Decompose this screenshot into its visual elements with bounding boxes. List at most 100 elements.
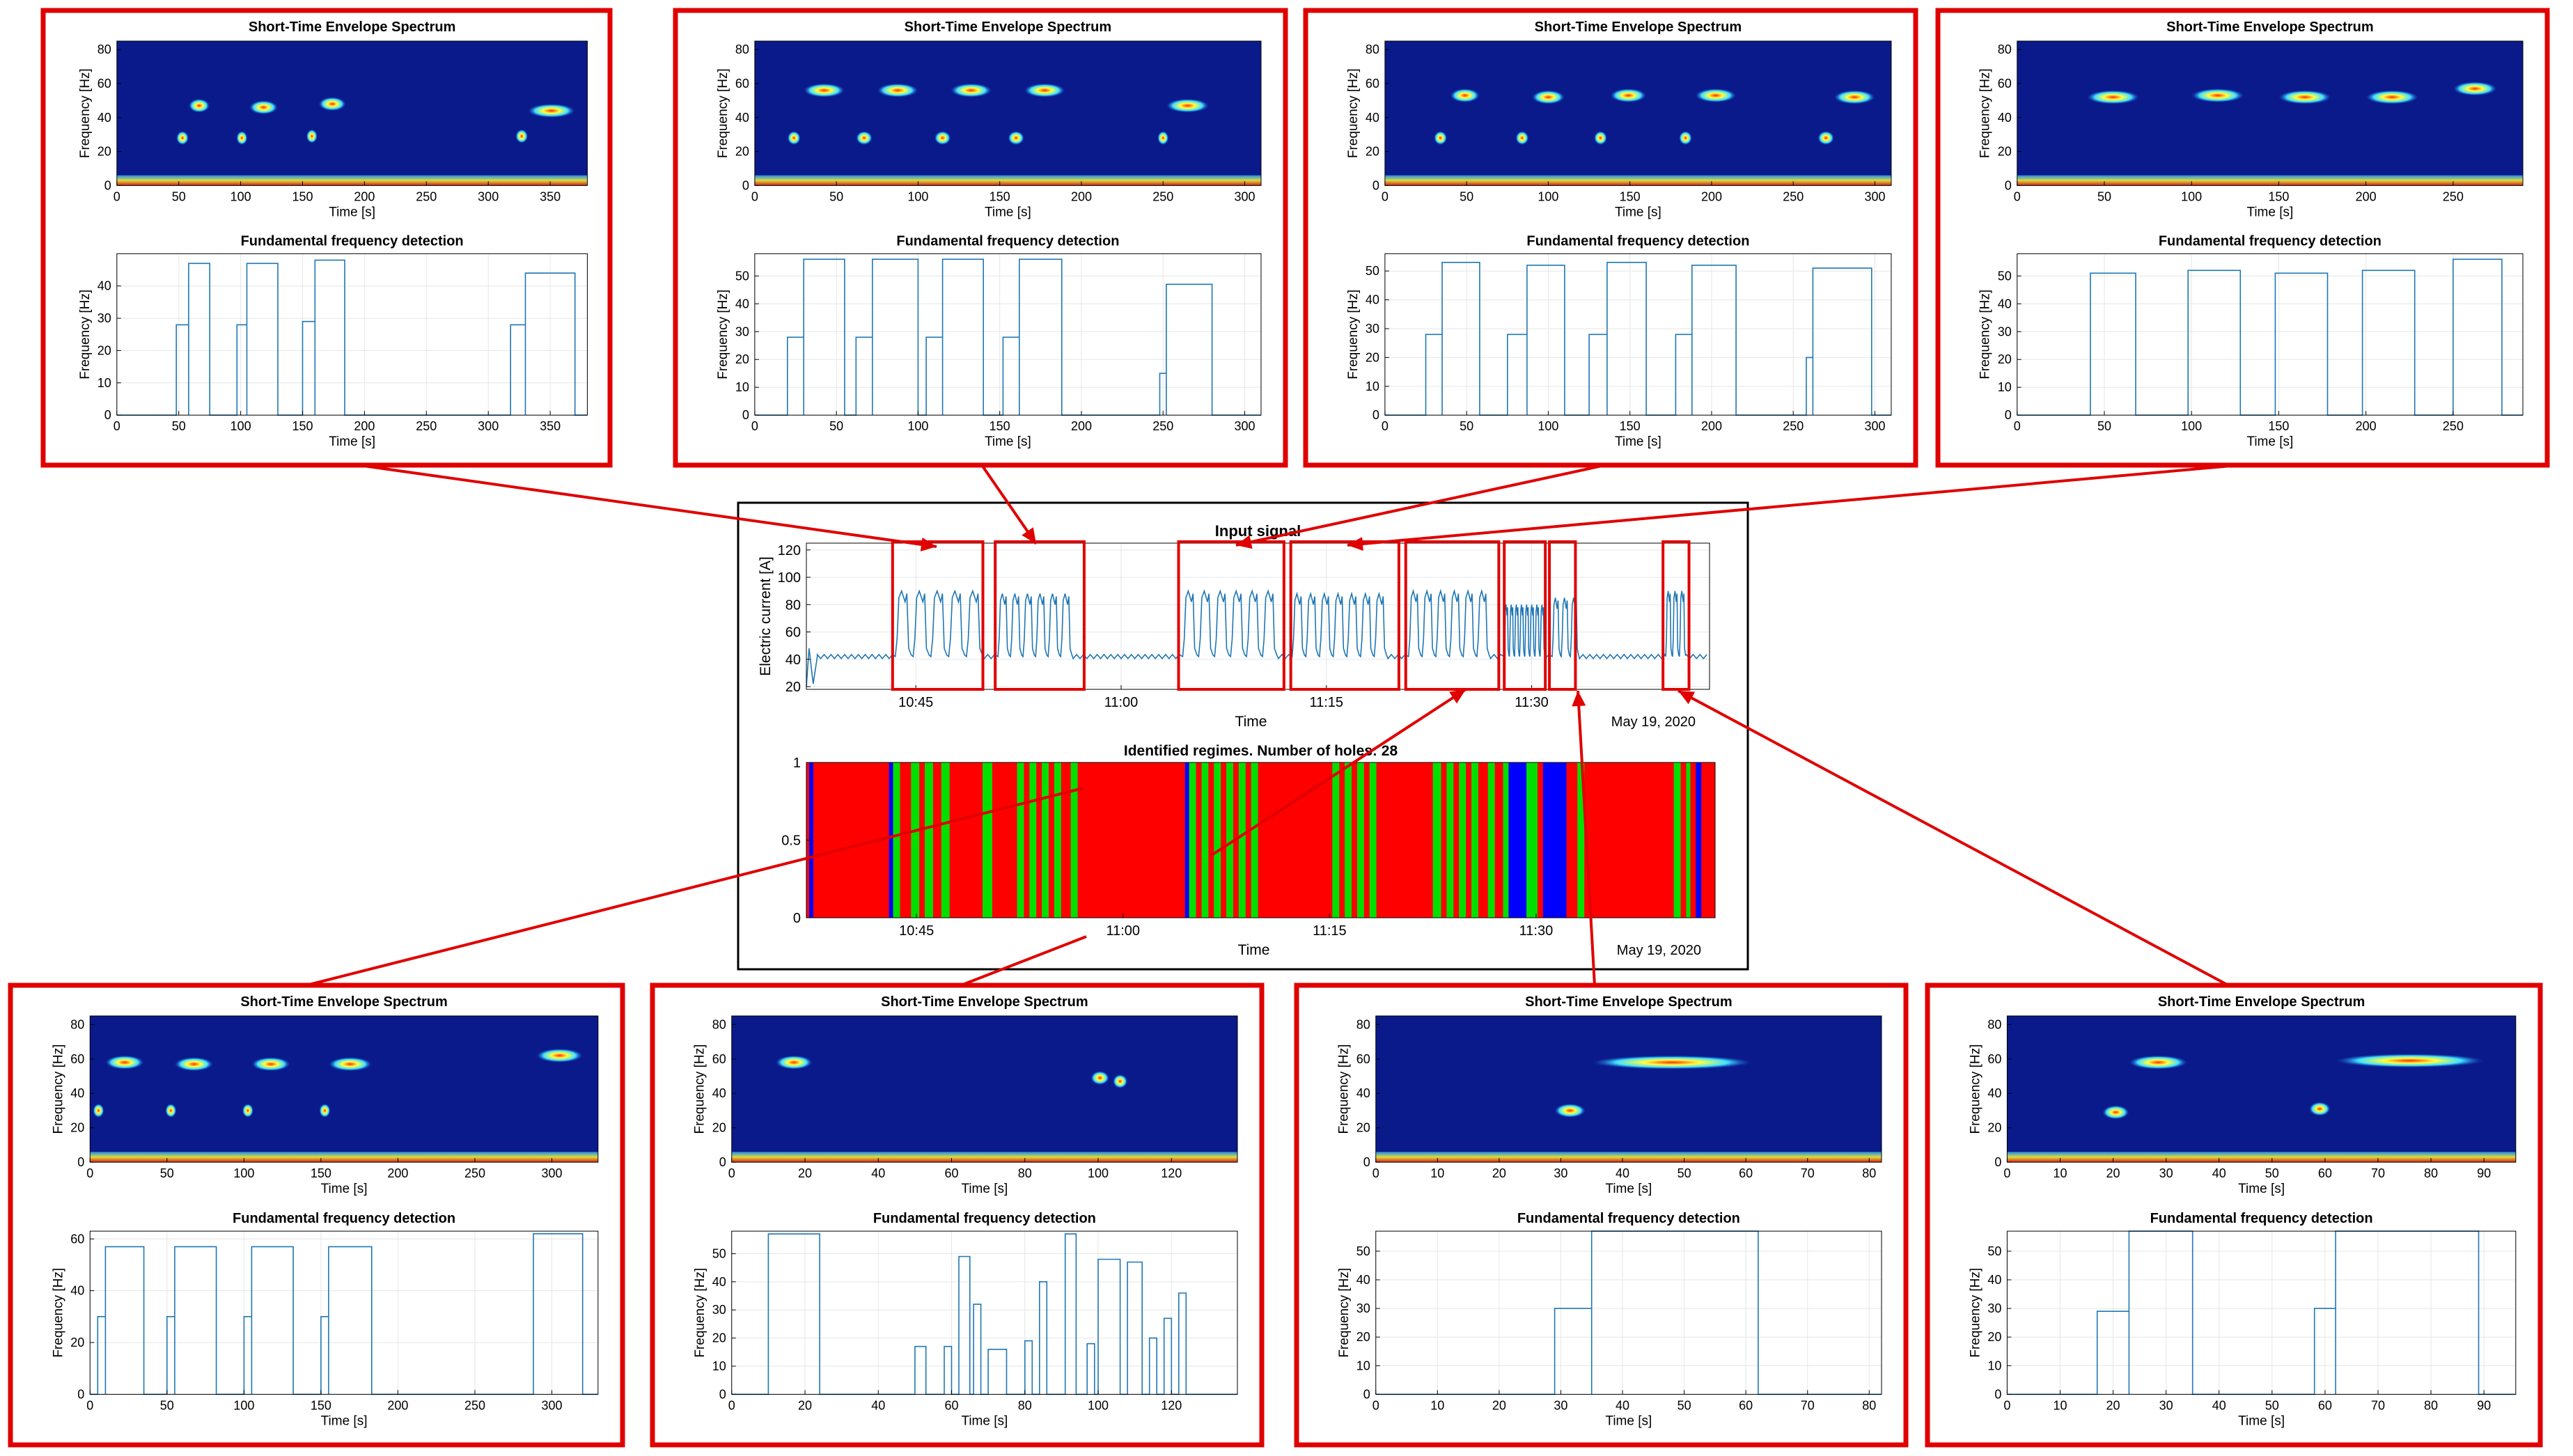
panel_top_2-spec-blob bbox=[787, 131, 801, 146]
panel_bottom_1-spec-xtick-label: 150 bbox=[311, 1166, 331, 1180]
panel_top_1-ff-ytick-label: 40 bbox=[97, 279, 111, 293]
panel_bottom_3-spec-ytick-label: 40 bbox=[1356, 1086, 1370, 1100]
selection-box bbox=[1661, 540, 1691, 691]
panel_top_3-ff-xtick-label: 50 bbox=[1460, 419, 1473, 433]
panel_top_1-ff-ylabel: Frequency [Hz] bbox=[78, 290, 93, 379]
panel_bottom_1-spec-xtick-label: 300 bbox=[541, 1166, 562, 1180]
input-date-label: May 19, 2020 bbox=[1611, 714, 1696, 730]
panel_bottom_2-spec-floor bbox=[731, 1152, 1237, 1163]
panel_top_1-spec-ytick-label: 20 bbox=[97, 145, 111, 159]
panel_bottom_2-ff-ylabel: Frequency [Hz] bbox=[693, 1268, 707, 1358]
panel_top_2-ff-ytick-label: 30 bbox=[735, 324, 749, 338]
panel_top_4-ff-ytick-label: 30 bbox=[1998, 324, 2012, 338]
panel_top_1-ff-xtick-label: 100 bbox=[230, 419, 251, 433]
panel_top_2-spec-area bbox=[754, 41, 1261, 186]
panel_top_1-spec-xlabel: Time [s] bbox=[329, 205, 375, 219]
input-xtick-label: 10:45 bbox=[898, 695, 933, 710]
panel_bottom_2-spec-area bbox=[731, 1016, 1237, 1163]
input-xtick-label: 11:30 bbox=[1515, 695, 1549, 710]
regime-segment bbox=[1369, 762, 1377, 918]
panel_top_2-spec-blob bbox=[951, 83, 992, 97]
panel_bottom_1-spec-xtick-label: 200 bbox=[387, 1166, 408, 1180]
panel_bottom_1-ff-ytick-label: 0 bbox=[77, 1387, 84, 1401]
panel_top_3-spec-ytick-label: 60 bbox=[1366, 77, 1379, 91]
panel_bottom_1-spec-area bbox=[90, 1016, 598, 1163]
panel_top_3-ff-xtick-label: 150 bbox=[1620, 419, 1641, 433]
panel_bottom_2-spec-ylabel: Frequency [Hz] bbox=[693, 1044, 707, 1134]
panel_bottom_2-ff-xtick-label: 60 bbox=[944, 1398, 958, 1412]
panel_bottom_1-spec-blob bbox=[165, 1103, 177, 1118]
panel_bottom_4-spec-blob bbox=[2336, 1054, 2485, 1068]
panel_bottom_4-spec-xtick-label: 60 bbox=[2318, 1166, 2332, 1180]
panel_bottom_3-spec-xtick-label: 60 bbox=[1739, 1166, 1753, 1180]
panel_bottom_2-spec-xtick-label: 0 bbox=[728, 1166, 735, 1180]
connector-line bbox=[358, 464, 937, 548]
input-ytick-label: 100 bbox=[778, 570, 801, 586]
panel_top_2-ff-xtick-label: 250 bbox=[1152, 419, 1173, 433]
panel_bottom_2-ff-ytick-label: 10 bbox=[712, 1359, 726, 1373]
regimes-xlabel: Time bbox=[1238, 942, 1270, 958]
panel_top_2-ff-xtick-label: 0 bbox=[751, 419, 758, 433]
panel_top_2-ff-area bbox=[754, 253, 1261, 416]
panel_bottom_3-spec-xtick-label: 20 bbox=[1492, 1166, 1506, 1180]
input-ytick-label: 120 bbox=[778, 543, 801, 558]
panel_top_2-spec-blob bbox=[1166, 98, 1209, 113]
panel_top_4-ff-xtick-label: 200 bbox=[2356, 419, 2377, 433]
panel_top_2-ff-xlabel: Time [s] bbox=[985, 435, 1031, 449]
panel_bottom_3-spec-ytick-label: 20 bbox=[1356, 1121, 1370, 1135]
panel_top_1-spec-xtick-label: 150 bbox=[292, 189, 313, 203]
panel_top_2-spec-xtick-label: 50 bbox=[829, 189, 843, 203]
panel_top_1-ff-xlabel: Time [s] bbox=[329, 435, 375, 449]
panel_bottom_1-ff-ytick-label: 60 bbox=[70, 1232, 84, 1246]
panel_bottom_3-ff-xlabel: Time [s] bbox=[1605, 1414, 1652, 1428]
connector-arrowhead bbox=[1347, 537, 1363, 551]
panel_top_3-spec-xtick-label: 200 bbox=[1701, 189, 1722, 203]
panel_bottom_3-spec-xtick-label: 30 bbox=[1554, 1166, 1567, 1180]
panel_top_4-spec-blob bbox=[2191, 88, 2244, 103]
panel_top_3-spec-ylabel: Frequency [Hz] bbox=[1346, 68, 1361, 158]
regime-segment bbox=[1214, 762, 1221, 918]
panel_bottom_1-ff-xtick-label: 200 bbox=[387, 1398, 408, 1412]
panel_top_3-spec-blob bbox=[1531, 90, 1565, 104]
panel_bottom_4-spec-area bbox=[2007, 1016, 2516, 1163]
panel_top_4-spec-ytick-label: 60 bbox=[1998, 77, 2012, 91]
panel_bottom_3-ff-xtick-label: 70 bbox=[1801, 1398, 1815, 1412]
panel_bottom_4-ff-ytick-label: 50 bbox=[1987, 1244, 2001, 1258]
panel_top_1-spec-xtick-label: 100 bbox=[230, 189, 251, 203]
input-ytick-label: 20 bbox=[785, 680, 801, 695]
panel_top_4-spec-area bbox=[2017, 41, 2523, 186]
panel_top_3-spec-blob bbox=[1679, 131, 1692, 146]
panel_top_2-spec-xtick-label: 250 bbox=[1152, 189, 1173, 203]
regime-segment bbox=[808, 762, 813, 918]
input-ytick-label: 80 bbox=[785, 597, 801, 613]
panel_bottom_1-spec-floor bbox=[90, 1152, 598, 1163]
panel_top_4-spec-floor bbox=[2017, 175, 2523, 186]
panel_bottom_2-spec-xtick-label: 60 bbox=[944, 1166, 958, 1180]
panel_bottom_1-ff-xtick-label: 0 bbox=[86, 1398, 93, 1412]
regime-segment bbox=[1446, 762, 1454, 918]
panel_top_3-ff-ytick-label: 40 bbox=[1366, 293, 1379, 307]
panel_top_1-spec-ytick-label: 40 bbox=[97, 111, 111, 125]
panel_bottom_3-spec-blob bbox=[1554, 1103, 1586, 1118]
panel_top_1-spec-frame bbox=[116, 40, 588, 186]
panel_bottom_3-ff-xtick-label: 0 bbox=[1372, 1398, 1379, 1412]
regime-segment bbox=[893, 762, 900, 918]
panel_bottom_4-spec-xtick-label: 40 bbox=[2212, 1166, 2226, 1180]
panel_bottom_1-spec-title: Short-Time Envelope Spectrum bbox=[240, 994, 447, 1010]
panel_bottom_2-spec-blob bbox=[775, 1055, 813, 1070]
panel_bottom_4-spec-ytick-label: 60 bbox=[1987, 1052, 2001, 1066]
panel_bottom_4-spec-blob bbox=[2102, 1105, 2129, 1120]
panel_bottom_3-ff-xtick-label: 50 bbox=[1677, 1398, 1691, 1412]
panel_top_2-spec-frame bbox=[754, 40, 1262, 186]
panel_top_1-spec-xtick-label: 200 bbox=[354, 189, 375, 203]
panel_top_1-ff-xtick-label: 250 bbox=[416, 419, 437, 433]
panel_bottom_2-spec-xtick-label: 40 bbox=[871, 1166, 885, 1180]
panel_top_2-spec-xtick-label: 0 bbox=[751, 189, 758, 203]
input-xlabel: Time bbox=[1235, 714, 1267, 730]
panel_bottom_1-spec-ytick-label: 60 bbox=[70, 1052, 84, 1066]
panel_top_3-spec-title: Short-Time Envelope Spectrum bbox=[1535, 19, 1742, 35]
connector-arrowhead bbox=[1236, 535, 1253, 549]
selection-box bbox=[1548, 540, 1577, 691]
